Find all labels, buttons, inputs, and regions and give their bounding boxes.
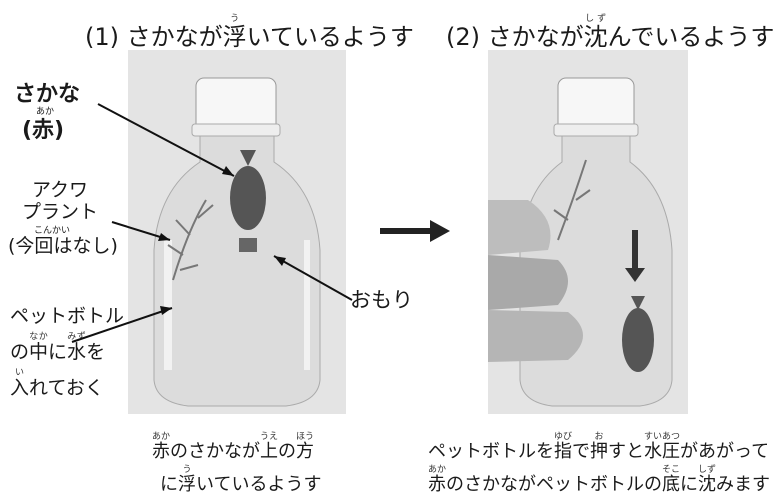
plant-label: アクワ プラント こんかい (今回はなし) <box>8 179 118 258</box>
weight-label: おもり <box>350 288 413 312</box>
left-caption: 赤あかのさかなが上うえの方ほう に浮ういているようす <box>152 432 322 495</box>
down-arrow <box>625 230 645 282</box>
right-bottle-photo <box>488 50 688 414</box>
fish-figure <box>230 166 266 230</box>
right-caption: ペットボトルを指ゆびで押おすと水圧すいあつがあがって 赤あかのさかながペットボト… <box>428 432 770 495</box>
finger-figure <box>488 200 551 255</box>
right-title: (2) さかなが沈しずんでいるようす <box>446 14 775 51</box>
fish-label: さかな あか (赤) <box>14 82 81 143</box>
left-bottle-photo <box>128 50 346 414</box>
plant-figure <box>167 199 214 281</box>
bottle-label: ペットボトル の中なかに水みずを 入いれておく <box>10 305 125 399</box>
left-title: (1) さかなが浮ういているようす <box>85 14 414 51</box>
right-arrow <box>380 220 450 242</box>
